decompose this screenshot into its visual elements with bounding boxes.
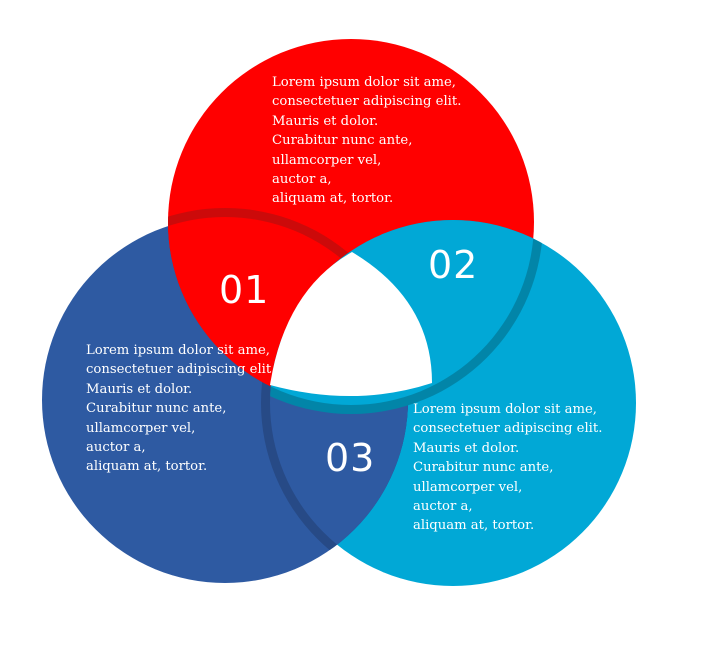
- segment-01-description: Lorem ipsum dolor sit ame, consectetuer …: [86, 341, 275, 477]
- segment-03-line: ullamcorper vel,: [413, 479, 523, 495]
- segment-01-line: auctor a,: [86, 440, 146, 456]
- segment-02-line: consectetuer adipiscing elit.: [272, 94, 462, 110]
- segment-02-number: 02: [428, 243, 479, 287]
- segment-02-description: Lorem ipsum dolor sit ame, consectetuer …: [272, 73, 461, 209]
- segment-01-line: Curabitur nunc ante,: [86, 401, 227, 417]
- segment-01-line: consectetuer adipiscing elit.: [86, 362, 276, 378]
- segment-03-line: Lorem ipsum dolor sit ame,: [413, 402, 597, 417]
- segment-01-number: 01: [219, 268, 270, 312]
- segment-03-line: consectetuer adipiscing elit.: [413, 421, 603, 437]
- center-hole: [270, 252, 432, 397]
- segment-01-line: Mauris et dolor.: [86, 381, 193, 397]
- segment-03-number: 03: [325, 436, 376, 480]
- segment-03-line: aliquam at, tortor.: [413, 518, 535, 534]
- segment-01-line: aliquam at, tortor.: [86, 459, 208, 475]
- segment-03-line: Mauris et dolor.: [413, 440, 520, 456]
- segment-01-line: Lorem ipsum dolor sit ame,: [86, 343, 270, 358]
- segment-02-line: Mauris et dolor.: [272, 113, 379, 129]
- segment-03-line: Curabitur nunc ante,: [413, 460, 554, 476]
- segment-01-line: ullamcorper vel,: [86, 420, 196, 436]
- segment-03-line: auctor a,: [413, 499, 473, 515]
- segment-02-line: aliquam at, tortor.: [272, 191, 394, 207]
- segment-02-line: ullamcorper vel,: [272, 152, 382, 168]
- segment-02-line: Curabitur nunc ante,: [272, 133, 413, 149]
- segment-03-description: Lorem ipsum dolor sit ame, consectetuer …: [413, 400, 602, 536]
- segment-02-line: auctor a,: [272, 172, 332, 188]
- segment-02-line: Lorem ipsum dolor sit ame,: [272, 75, 456, 90]
